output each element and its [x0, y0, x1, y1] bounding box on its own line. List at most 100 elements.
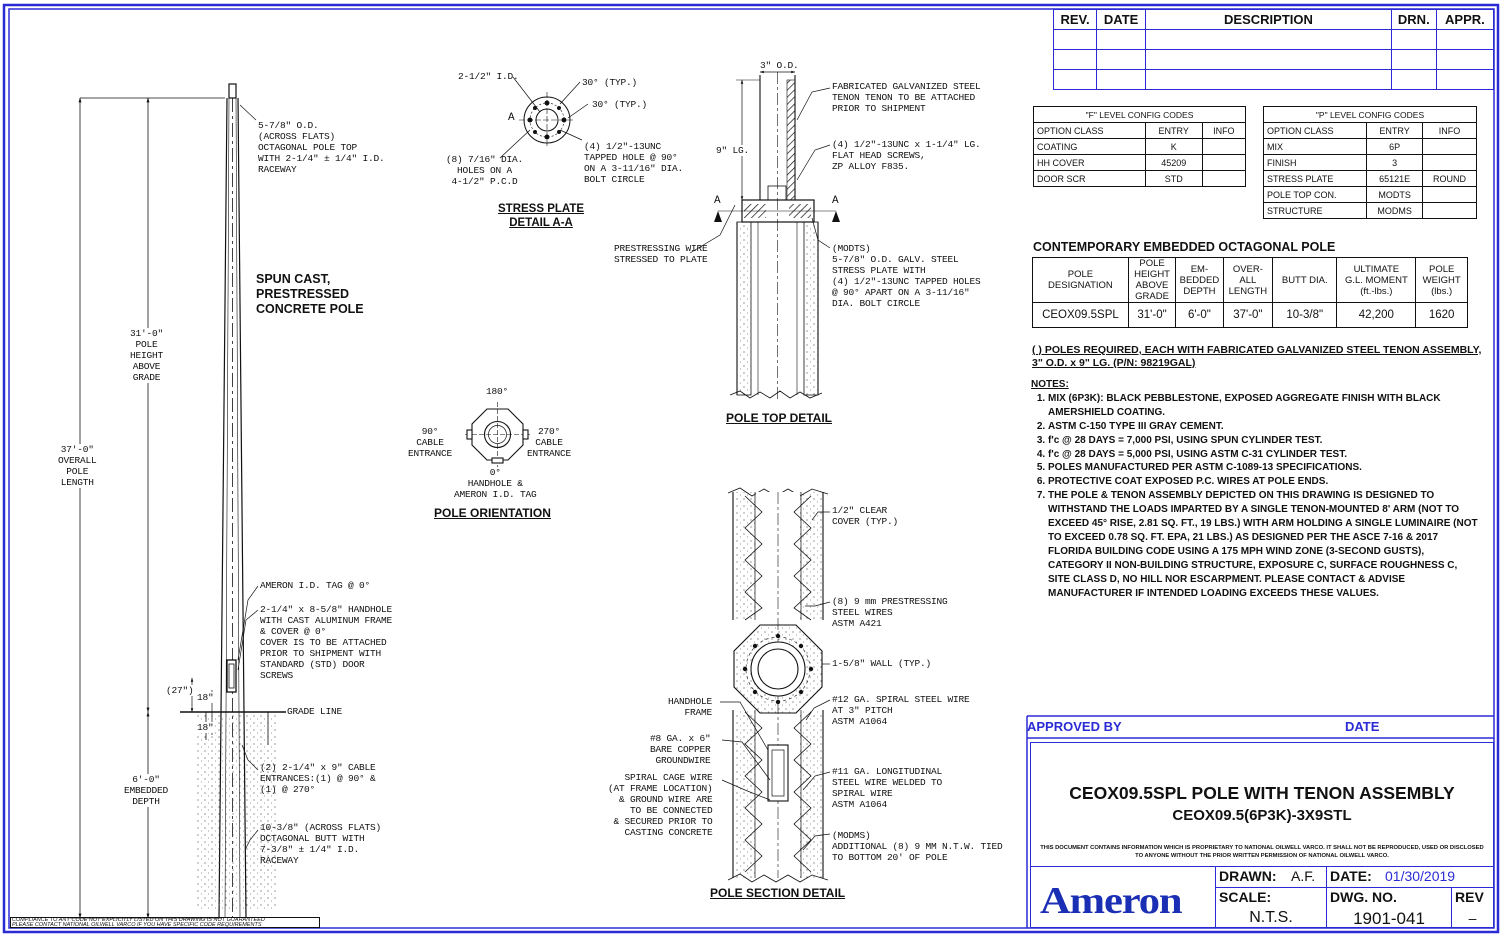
pole-header: POLE HEIGHT ABOVE GRADE [1127, 257, 1177, 303]
ameron-logo: Ameron [1040, 880, 1183, 922]
pole-header: OVER- ALL LENGTH [1222, 257, 1274, 303]
drawing-subtitle: CEOX09.5(6P3K)-3X9STL [1172, 807, 1352, 824]
revision-row [1052, 49, 1495, 70]
pole-header: POLE WEIGHT (lbs.) [1415, 257, 1468, 303]
handhole-frame-note: HANDHOLE FRAME [668, 696, 713, 718]
pole-header: BUTT DIA. [1272, 257, 1338, 303]
f-cell [1201, 138, 1247, 155]
p-cell: FINISH [1262, 154, 1368, 171]
embedded-depth-dimension: 6'-0" EMBEDDED DEPTH [124, 774, 169, 807]
pole-cell: 6'-0" [1175, 302, 1224, 328]
handhole-note: 2-1/4" x 8-5/8" HANDHOLE WITH CAST ALUMI… [260, 604, 393, 681]
f-cell: K [1144, 138, 1203, 155]
plate-tapped-note: (4) 1/2"-13UNC TAPPED HOLE @ 90° ON A 3-… [584, 141, 684, 185]
clear-cover-note: 1/2" CLEAR COVER (TYP.) [832, 505, 899, 527]
tenon-note: FABRICATED GALVANIZED STEEL TENON TENON … [832, 81, 981, 114]
table-row: POLE TOP CON.MODTS [1262, 186, 1477, 203]
section-title: POLE SECTION DETAIL [710, 886, 846, 900]
revision-row [1052, 69, 1495, 90]
f-cell: HH COVER [1033, 154, 1146, 171]
f-header: ENTRY [1144, 122, 1203, 139]
revision-row [1052, 29, 1495, 50]
pole-table-footnote: ( ) POLES REQUIRED, EACH WITH FABRICATED… [1032, 344, 1482, 369]
note-item: POLES MANUFACTURED PER ASTM C-1089-13 SP… [1048, 461, 1481, 475]
id-tag-note: AMERON I.D. TAG @ 0° [260, 580, 371, 591]
pole-cell: 10-3/8" [1272, 302, 1338, 328]
revision-table: REV. DATE DESCRIPTION DRN. APPR. [1052, 9, 1495, 90]
f-config-table: "F" LEVEL CONFIG CODES OPTION CLASS ENTR… [1033, 106, 1247, 187]
compliance-line-1: COMPLIANCE TO ANY CODE NOT EXPLICITLY LI… [12, 917, 265, 923]
compliance-box [10, 917, 320, 928]
deg-270-label: 270° CABLE ENTRANCE [527, 426, 572, 459]
p-cell [1422, 138, 1477, 155]
prestress-wire-note: PRESTRESSING WIRE STRESSED TO PLATE [614, 243, 708, 265]
pole-top-drawing [714, 70, 840, 400]
dim-18-lower: 18" [197, 722, 214, 733]
tenon-od-label: 3" O.D. [760, 60, 799, 71]
p-cell [1422, 154, 1477, 171]
deg-90-label: 90° CABLE ENTRANCE [408, 426, 453, 459]
pole-header: ULTIMATE G.L. MOMENT (ft.-lbs.) [1336, 257, 1417, 303]
tenon-length-label: 9" LG. [716, 145, 750, 156]
drawn-label: DRAWN: [1219, 868, 1277, 884]
drawn-header: DRN. [1390, 9, 1437, 30]
deg-0-label: 0° HANDHOLE & AMERON I.D. TAG [454, 467, 537, 500]
spiral-cage-note: SPIRAL CAGE WIRE (AT FRAME LOCATION) & G… [608, 772, 713, 838]
date-header: DATE [1096, 9, 1147, 30]
f-header: INFO [1201, 122, 1247, 139]
f-cell [1201, 170, 1247, 187]
p-cell: POLE TOP CON. [1262, 186, 1368, 203]
inner-border [8, 8, 1495, 929]
pole-header: EM- BEDDED DEPTH [1175, 257, 1224, 303]
p-cell: 6P [1366, 138, 1424, 155]
plate-holes-note: (8) 7/16" DIA. HOLES ON A 4-1/2" P.C.D [446, 154, 524, 187]
p-cell: STRESS PLATE [1262, 170, 1368, 187]
f-cell: DOOR SCR [1033, 170, 1146, 187]
pole-top-note: 5-7/8" O.D. (ACROSS FLATS) OCTAGONAL POL… [258, 120, 385, 175]
orientation-title: POLE ORIENTATION [434, 506, 551, 520]
section-drawing [720, 487, 831, 883]
table-row: CEOX09.5SPL 31'-0" 6'-0" 37'-0" 10-3/8" … [1032, 302, 1468, 328]
pole-cell: 31'-0" [1127, 302, 1177, 328]
pole-cell: 1620 [1415, 302, 1468, 328]
p-cell: MIX [1262, 138, 1368, 155]
stress-plate-note: (MODTS) 5-7/8" O.D. GALV. STEEL STRESS P… [832, 243, 981, 309]
pole-table-title: CONTEMPORARY EMBEDDED OCTAGONAL POLE [1033, 240, 1336, 254]
pole-elevation [70, 83, 286, 919]
overall-length-dimension: 37'-0" OVERALL POLE LENGTH [58, 444, 97, 488]
f-header: OPTION CLASS [1033, 122, 1146, 139]
grade-line-label: GRADE LINE [287, 706, 343, 717]
cut-letter-right: A [832, 195, 839, 207]
dwg-label: DWG. NO. [1330, 889, 1397, 905]
wall-note: 1-5/8" WALL (TYP.) [832, 658, 932, 669]
plate-id-label: 2-1/2" I.D. [458, 71, 519, 82]
dwg-value: 1901-041 [1353, 909, 1425, 928]
orientation-drawing [465, 402, 530, 467]
note-item: f'c @ 28 DAYS = 7,000 PSI, USING SPUN CY… [1048, 434, 1481, 448]
f-cell: STD [1144, 170, 1203, 187]
spiral-wire-note: #12 GA. SPIRAL STEEL WIRE AT 3" PITCH AS… [832, 694, 970, 727]
date-value: 01/30/2019 [1385, 868, 1456, 884]
p-cell: MODTS [1366, 186, 1424, 203]
pole-table: POLE DESIGNATION POLE HEIGHT ABOVE GRADE… [1032, 257, 1468, 328]
f-cell: 45209 [1144, 154, 1203, 171]
p-cell: ROUND [1422, 170, 1477, 187]
section-letter: A [508, 112, 515, 124]
drawn-value: A.F. [1291, 868, 1316, 884]
p-cell: MODMS [1366, 202, 1424, 219]
p-header: OPTION CLASS [1262, 122, 1368, 139]
approved-header: APPR. [1435, 9, 1495, 30]
drawing-title: CEOX09.5SPL POLE WITH TENON ASSEMBLY [1069, 783, 1455, 803]
f-config-title: "F" LEVEL CONFIG CODES [1033, 106, 1246, 123]
screws-note: (4) 1/2"-13UNC x 1-1/4" LG. FLAT HEAD SC… [832, 139, 981, 172]
compliance-line-2: PLEASE CONTACT NATIONAL OILWELL VARCO IF… [12, 922, 262, 928]
approved-by-label: APPROVED BY [1027, 719, 1122, 734]
date-field-label: DATE: [1330, 868, 1372, 884]
p-cell [1422, 186, 1477, 203]
